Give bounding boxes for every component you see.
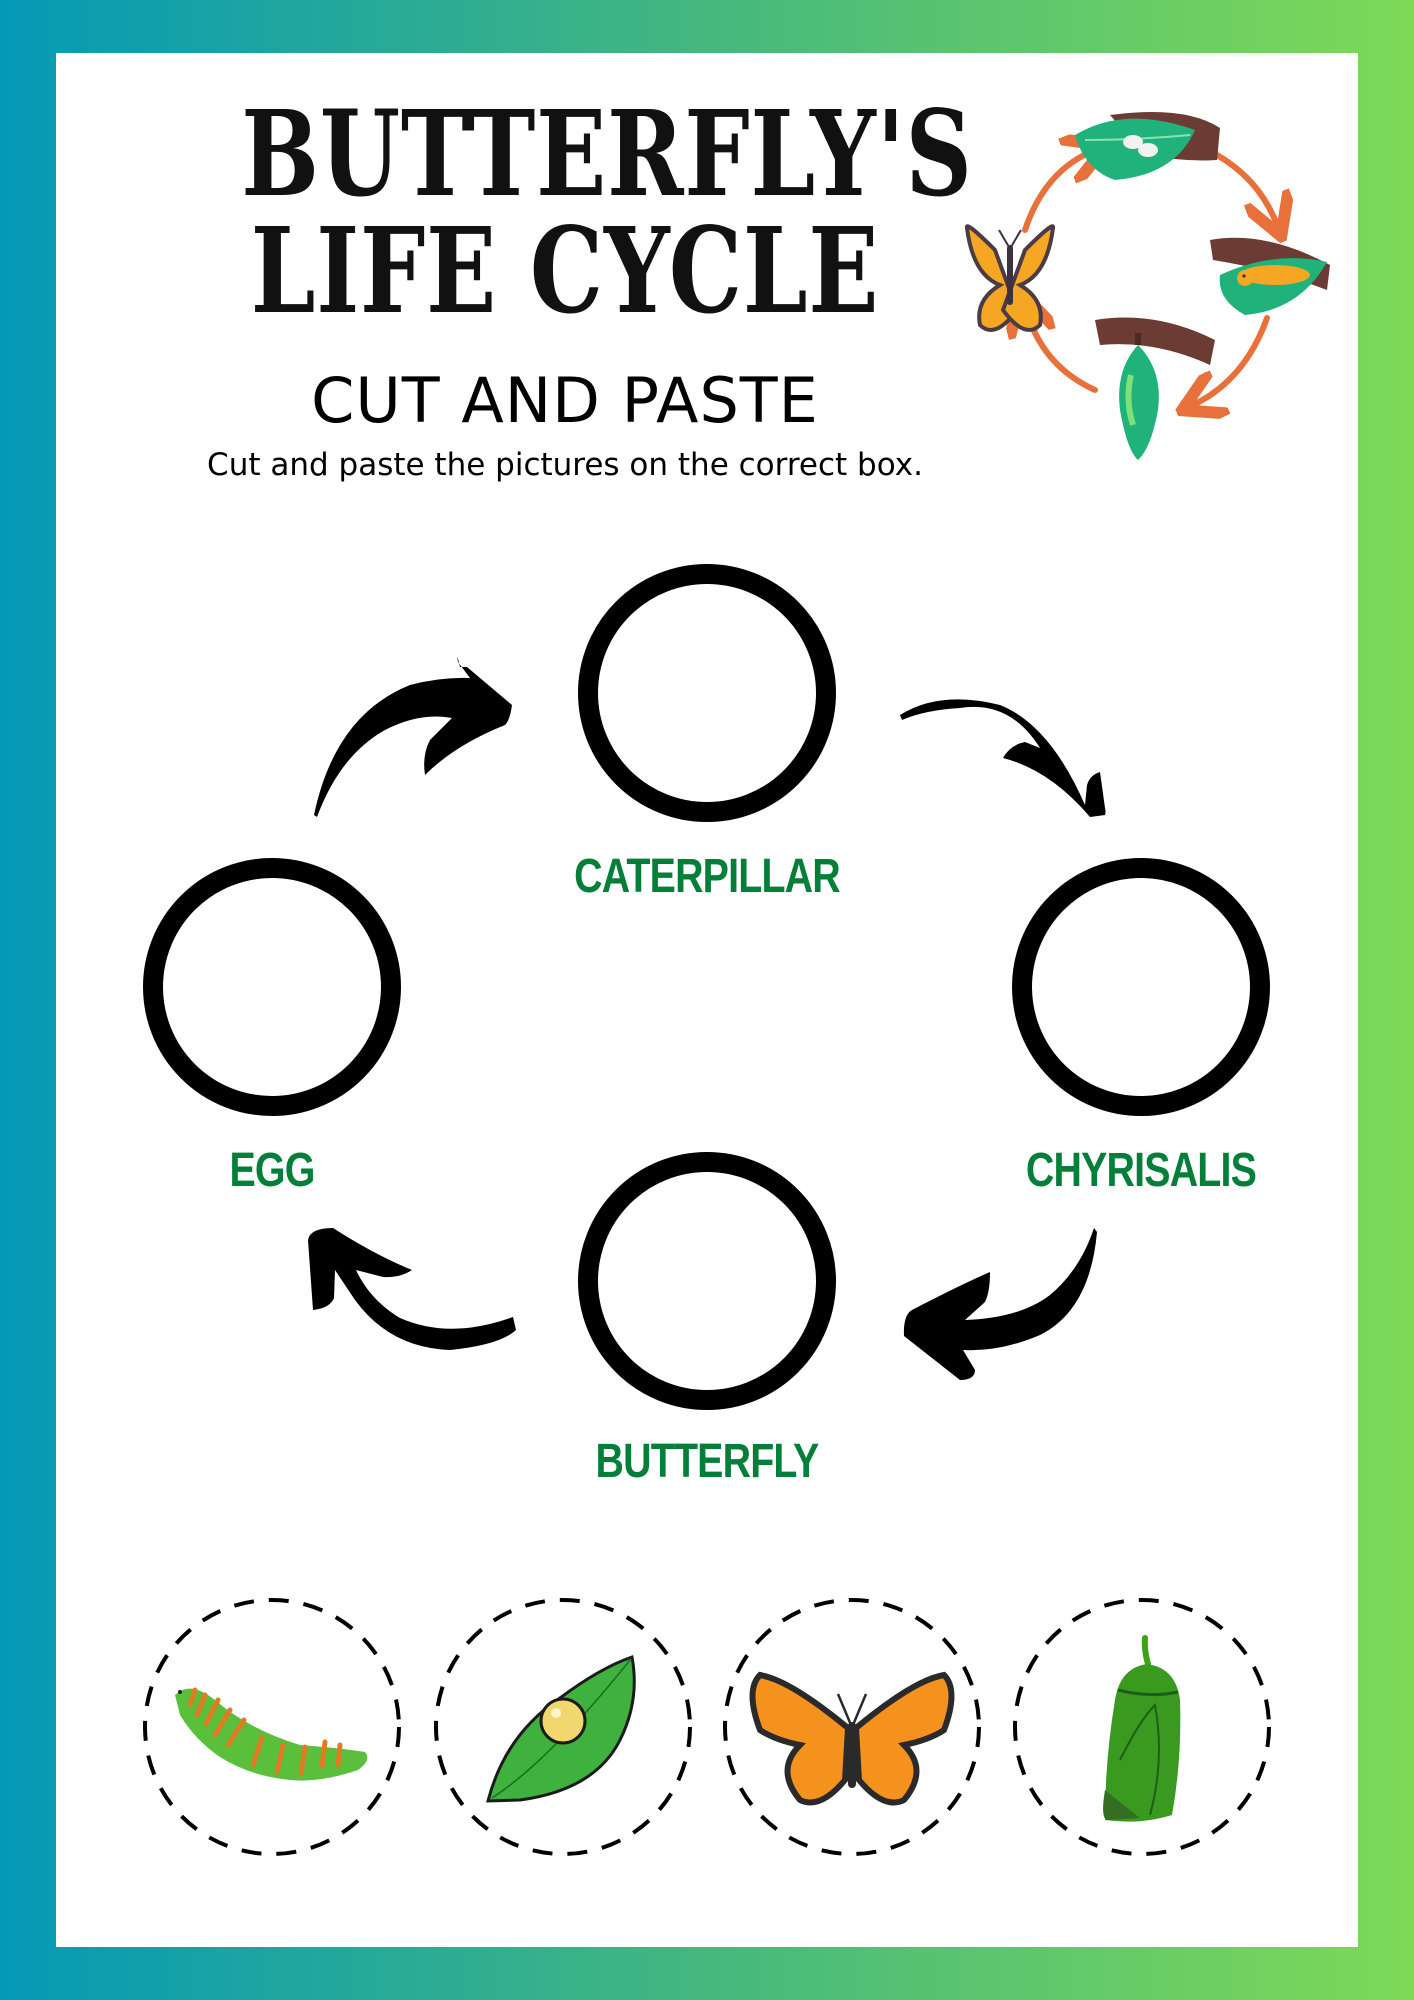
- eggs-on-leaf-icon: [1075, 111, 1220, 180]
- monarch-butterfly-cutout-icon[interactable]: [749, 1671, 955, 1806]
- arrow-egg-to-caterpillar-icon: [314, 657, 512, 817]
- arrow-butterfly-to-egg-icon: [308, 1228, 516, 1350]
- title-line-2: LIFE CYCLE: [250, 201, 880, 340]
- arrow-caterpillar-to-chrysalis-icon: [900, 699, 1106, 817]
- cutout-circle-3[interactable]: [723, 1598, 981, 1856]
- egg-on-leaf-cutout-icon[interactable]: [486, 1655, 636, 1803]
- chrysalis-drop-circle[interactable]: [1012, 858, 1270, 1116]
- cutout-circle-4[interactable]: [1013, 1598, 1271, 1856]
- butterfly-icon: [964, 224, 1056, 332]
- cutout-circle-1[interactable]: [143, 1598, 401, 1856]
- title-line-1: BUTTERFLY'S: [241, 84, 973, 223]
- caterpillar-cutout-icon[interactable]: [175, 1687, 368, 1781]
- life-cycle-illustration: [964, 111, 1330, 460]
- stage-label-caterpillar: CATERPILLAR: [574, 850, 841, 903]
- arrow-chrysalis-to-butterfly-icon: [903, 1228, 1097, 1380]
- stage-label-butterfly: BUTTERFLY: [595, 1435, 820, 1488]
- chrysalis-cutout-icon[interactable]: [1103, 1635, 1181, 1822]
- stage-label-egg: EGG: [229, 1144, 315, 1197]
- cutout-circle-2[interactable]: [434, 1598, 692, 1856]
- caterpillar-on-leaf-icon: [1210, 237, 1330, 315]
- butterfly-drop-circle[interactable]: [578, 1152, 836, 1410]
- caterpillar-drop-circle[interactable]: [578, 564, 836, 822]
- instruction-text: Cut and paste the pictures on the correc…: [207, 447, 923, 483]
- chrysalis-on-branch-icon: [1095, 317, 1215, 460]
- egg-drop-circle[interactable]: [143, 858, 401, 1116]
- stage-label-chrysalis: CHYRISALIS: [1025, 1144, 1257, 1197]
- subtitle: CUT AND PASTE: [311, 364, 819, 437]
